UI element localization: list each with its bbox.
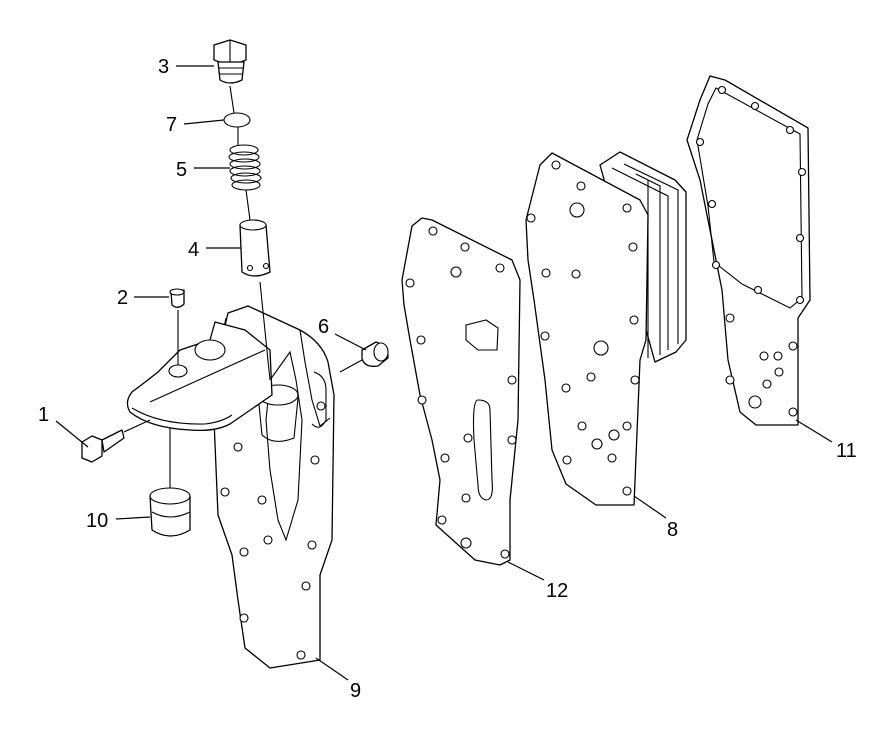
callout-1-label: 1 xyxy=(38,404,49,426)
part-8-cooler-core xyxy=(525,151,687,506)
callout-5-label: 5 xyxy=(176,159,187,181)
part-11-gasket xyxy=(686,75,811,426)
callout-11-label: 11 xyxy=(836,440,857,462)
callout-7-label: 7 xyxy=(166,114,177,136)
assembly-axes xyxy=(123,85,363,488)
callout-12: 12 xyxy=(507,561,568,602)
callout-8: 8 xyxy=(633,495,678,541)
callout-9-label: 9 xyxy=(350,680,361,702)
callout-10-label: 10 xyxy=(86,510,108,532)
callout-2: 2 xyxy=(117,287,169,309)
callout-8-label: 8 xyxy=(667,519,678,541)
part-4-valve-piston xyxy=(239,219,271,277)
part-5-spring xyxy=(228,144,262,191)
callout-10: 10 xyxy=(86,510,151,532)
callout-9: 9 xyxy=(315,657,361,702)
callout-4: 4 xyxy=(188,239,241,261)
callout-2-label: 2 xyxy=(117,287,128,309)
part-3-plug xyxy=(213,39,247,84)
filter-head-bracket xyxy=(126,321,273,432)
part-7-o-ring xyxy=(223,112,251,128)
part-6-sleeve xyxy=(361,341,389,367)
callout-6: 6 xyxy=(318,316,367,351)
part-12-gasket xyxy=(401,217,521,566)
callout-1: 1 xyxy=(38,404,89,448)
callout-5: 5 xyxy=(176,159,230,181)
part-10-sleeve xyxy=(149,487,191,537)
callout-6-label: 6 xyxy=(318,316,329,338)
part-1-bolt xyxy=(81,429,125,463)
callout-7: 7 xyxy=(166,114,225,136)
part-2-plug xyxy=(169,288,185,308)
callout-4-label: 4 xyxy=(188,239,199,261)
callout-12-label: 12 xyxy=(546,580,568,602)
callout-3-label: 3 xyxy=(158,56,169,78)
callout-3: 3 xyxy=(158,56,214,78)
callout-11: 11 xyxy=(795,419,857,462)
